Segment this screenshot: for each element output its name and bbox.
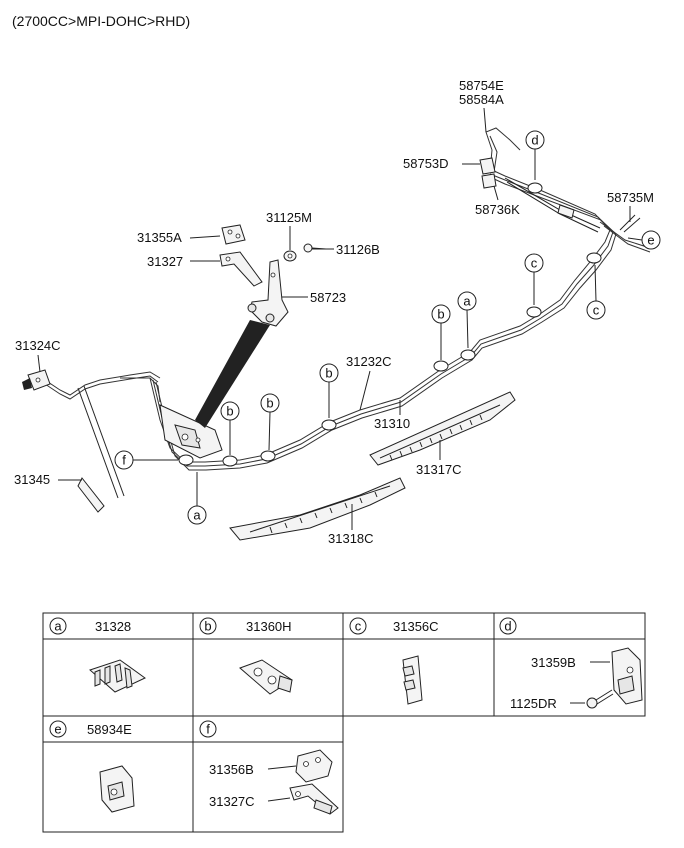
legend-b-letter: b — [204, 619, 211, 634]
tube-clip-icon — [402, 655, 423, 705]
legend-c-part: 31356C — [393, 619, 439, 634]
detail-wedge — [195, 320, 270, 428]
legend-f-part2: 31327C — [209, 794, 255, 809]
strip-31345 — [77, 385, 125, 513]
callout-b-right: b — [437, 307, 444, 322]
label-31327: 31327 — [147, 254, 183, 269]
bracket-icon — [289, 783, 339, 815]
label-58584A: 58584A — [459, 92, 504, 107]
grommet-icon — [99, 765, 135, 813]
label-31126B: 31126B — [336, 242, 380, 257]
label-58754E: 58754E — [459, 78, 504, 93]
part-labels: 58754E 58584A 58753D 58736K 58735M 31125… — [14, 78, 654, 546]
callout-f-main: f — [122, 453, 126, 468]
legend-a-part: 31328 — [95, 619, 131, 634]
label-58753D: 58753D — [403, 156, 449, 171]
tube-clip-icon — [295, 749, 333, 783]
label-58736K: 58736K — [475, 202, 520, 217]
connector-31324C — [22, 369, 51, 391]
label-31318C: 31318C — [328, 531, 374, 546]
label-31324C: 31324C — [15, 338, 61, 353]
callout-b-middle: b — [325, 366, 332, 381]
shield-31318C — [229, 477, 406, 541]
legend-e-part: 58934E — [87, 722, 132, 737]
variant-header: (2700CC>MPI-DOHC>RHD) — [12, 13, 190, 29]
sensor-connectors — [479, 157, 601, 233]
exploded-parts — [219, 224, 327, 327]
legend-d-part1: 31359B — [531, 655, 576, 670]
callout-c-upper: c — [531, 256, 538, 271]
callout-c-right: c — [593, 303, 600, 318]
shield-31317C — [369, 391, 516, 466]
label-58735M: 58735M — [607, 190, 654, 205]
legend-e-letter: e — [54, 722, 61, 737]
callouts: d e c c a b b b b f — [114, 130, 661, 525]
bracket-icon — [611, 647, 643, 705]
legend-a-letter: a — [54, 619, 62, 634]
label-31125M: 31125M — [266, 210, 312, 225]
label-31310: 31310 — [374, 416, 410, 431]
legend-table: a 31328 b 31360H c 31356C d — [42, 612, 646, 833]
bolt-icon — [586, 689, 614, 709]
legend-c-letter: c — [355, 619, 362, 634]
label-31317C: 31317C — [416, 462, 462, 477]
connector-58735M — [619, 214, 641, 233]
legend-f-letter: f — [206, 722, 210, 737]
label-31355A: 31355A — [137, 230, 182, 245]
legend-f-part1: 31356B — [209, 762, 254, 777]
callout-d-top: d — [531, 133, 538, 148]
label-31345: 31345 — [14, 472, 50, 487]
legend-d-part2: 1125DR — [510, 696, 557, 711]
callout-a-right: a — [463, 294, 471, 309]
tube-bundle — [44, 127, 651, 471]
callout-b-left1: b — [226, 404, 233, 419]
bracket-assembly — [159, 404, 223, 459]
callout-e-main: e — [647, 233, 654, 248]
callout-b-left2: b — [266, 396, 273, 411]
callout-a-bottom: a — [193, 508, 201, 523]
tube-clip-icon — [239, 659, 293, 695]
label-58723: 58723 — [310, 290, 346, 305]
bundle-clips — [178, 182, 602, 467]
legend-b-part: 31360H — [246, 619, 292, 634]
legend-d-letter: d — [504, 619, 511, 634]
label-31232C: 31232C — [346, 354, 392, 369]
tube-clip-icon — [89, 659, 146, 693]
